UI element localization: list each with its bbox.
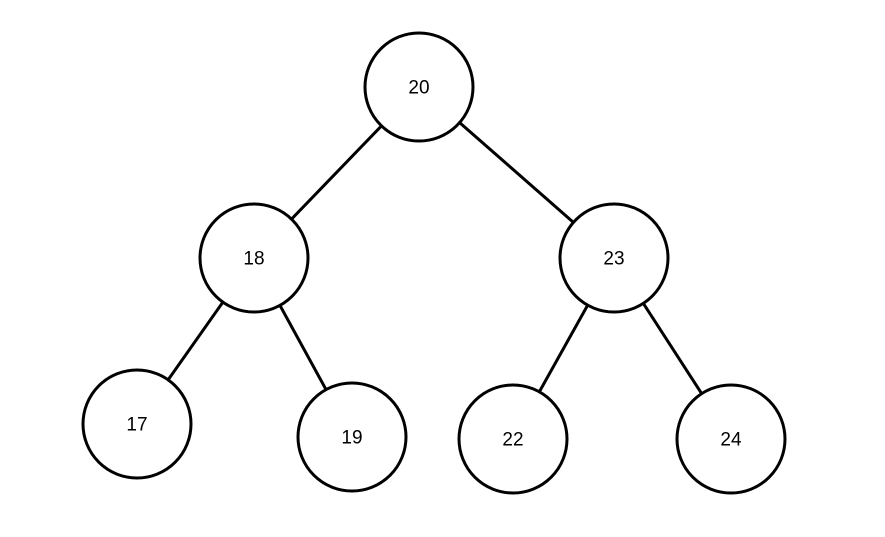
tree-node-label-root: 20 (408, 78, 429, 99)
tree-node-circle-left-left (81, 368, 193, 480)
tree-node-right-right: 24 (675, 383, 787, 495)
tree-node-label-left-right: 19 (341, 428, 362, 449)
tree-node-label-right: 23 (603, 249, 624, 270)
tree-node-left-left: 17 (81, 368, 193, 480)
tree-node-circle-right-right (675, 383, 787, 495)
tree-node-label-left: 18 (243, 249, 264, 270)
tree-node-left-right: 19 (296, 381, 408, 493)
tree-node-right: 23 (558, 202, 670, 314)
tree-node-label-right-right: 24 (720, 430, 742, 451)
tree-node-circle-right-left (457, 383, 569, 495)
tree-node-right-left: 22 (457, 383, 569, 495)
tree-node-root: 20 (363, 31, 475, 143)
tree-node-label-left-left: 17 (126, 415, 147, 436)
tree-node-circle-left (198, 202, 310, 314)
tree-node-circle-root (363, 31, 475, 143)
tree-node-label-right-left: 22 (502, 430, 523, 451)
tree-node-circle-right (558, 202, 670, 314)
tree-node-left: 18 (198, 202, 310, 314)
tree-node-circle-left-right (296, 381, 408, 493)
